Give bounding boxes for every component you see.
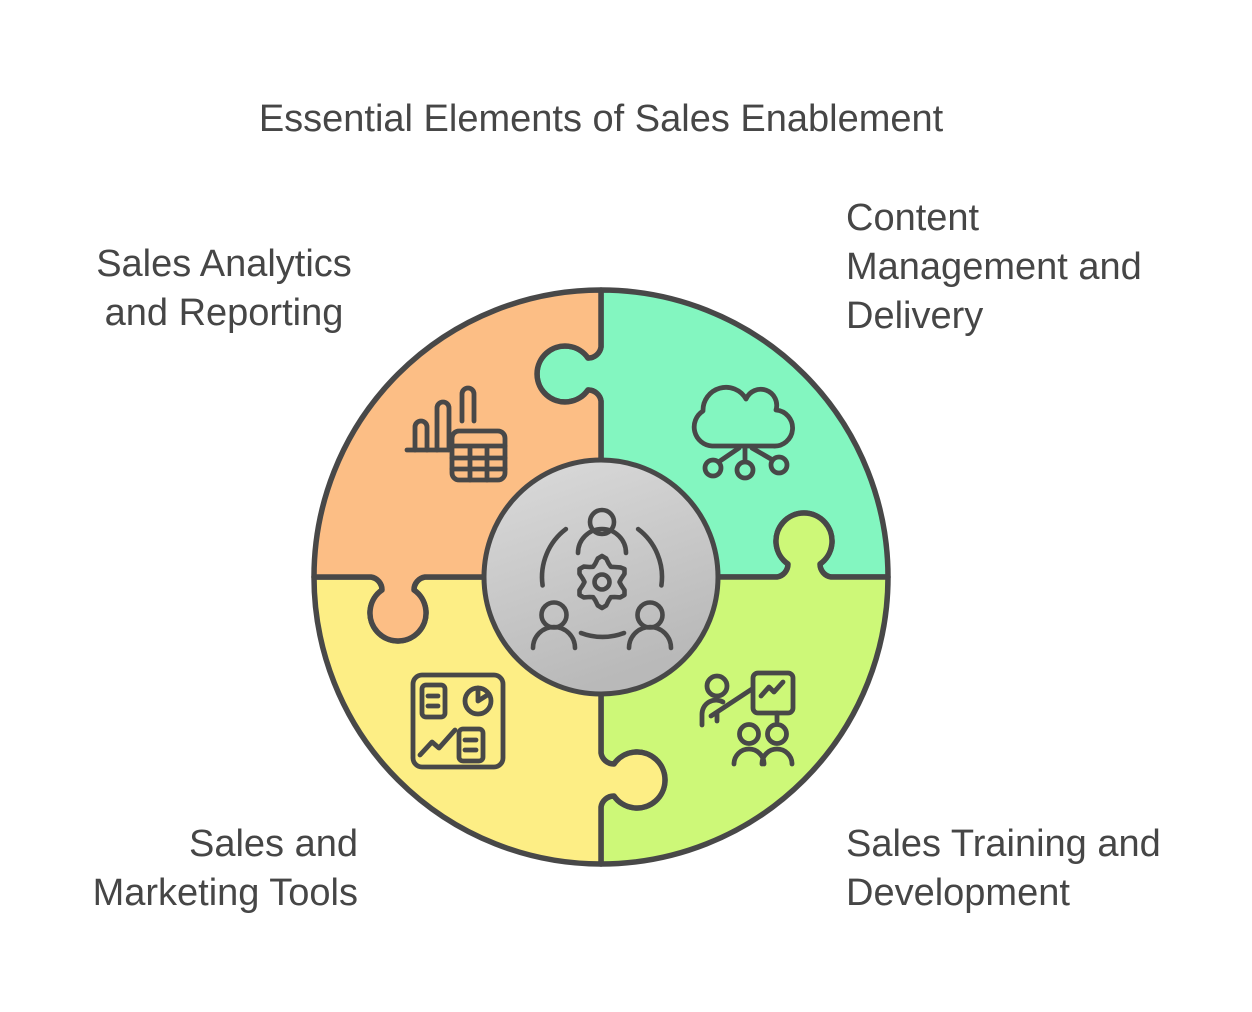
- presentation-board: [750, 670, 796, 716]
- presenter-head: [704, 673, 730, 699]
- cloud-node-center: [734, 459, 756, 481]
- gear-icon: [577, 553, 627, 611]
- page-title: Essential Elements of Sales Enablement: [258, 98, 944, 140]
- dashboard-doc-top-lines: [425, 693, 441, 709]
- label-sales-analytics: Sales Analytics and Reporting: [96, 243, 352, 334]
- audience-shoulders: [731, 746, 795, 767]
- board-trend-line: [758, 679, 786, 699]
- presenter-body: [699, 697, 726, 728]
- audience-head-right: [765, 722, 789, 746]
- dashboard-pie-slice: [475, 685, 492, 704]
- team-top-head: [587, 507, 617, 537]
- team-link-arc-bottom: [578, 630, 627, 640]
- dashboard-doc-top: [419, 682, 448, 720]
- bar-medium: [434, 399, 452, 453]
- label-marketing-tools: Sales and Marketing Tools: [92, 823, 358, 914]
- team-left-shoulders: [530, 624, 578, 651]
- presentation-training-icon: [699, 670, 796, 767]
- dashboard-doc-bottom-lines: [462, 737, 479, 753]
- cloud-node-right: [768, 454, 790, 476]
- label-sales-training: Sales Training and Development: [846, 823, 1161, 914]
- gear-hole: [592, 572, 612, 592]
- table-grid: [449, 428, 508, 483]
- cloud-connector-lines: [717, 444, 774, 464]
- label-content-management: Content Management and Delivery: [846, 197, 1142, 337]
- team-top-shoulders: [575, 526, 629, 556]
- diagram-root: [314, 290, 888, 864]
- bar-tall: [459, 385, 477, 424]
- audience-head-left: [737, 722, 761, 746]
- team-link-arc-left: [539, 526, 569, 588]
- dashboard-reports-icon: [410, 672, 506, 770]
- table-grid-lines: [449, 443, 508, 483]
- bar-short: [412, 418, 430, 453]
- cloud-shape: [691, 384, 795, 449]
- bar-chart-table-icon: [404, 385, 508, 483]
- cloud-node-left: [702, 457, 724, 479]
- team-collaboration-gear-icon: [530, 507, 674, 651]
- dashboard-doc-bottom: [456, 726, 486, 764]
- team-right-shoulders: [626, 624, 674, 651]
- dashboard-line-chart: [417, 727, 458, 758]
- team-link-arc-right: [635, 526, 665, 588]
- center-hub-circle: [481, 457, 721, 697]
- dashboard-frame: [410, 672, 506, 770]
- cloud-distribution-icon: [691, 384, 795, 481]
